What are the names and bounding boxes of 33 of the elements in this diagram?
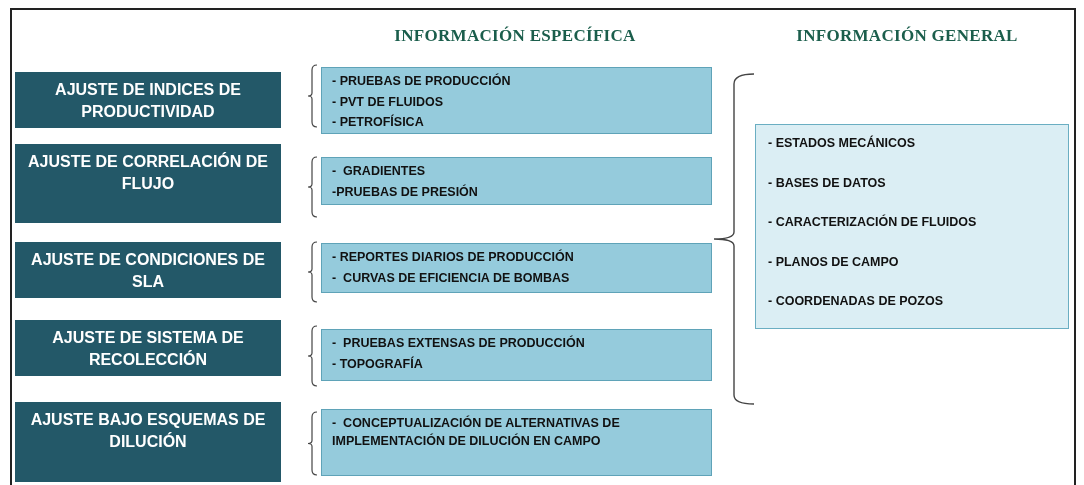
list-item: - PRUEBAS DE PRODUCCIÓN [332,73,512,90]
box-title: AJUSTE DE CORRELACIÓN DE FLUJO [27,151,269,195]
box-title: AJUSTE DE INDICES DE PRODUCTIVIDAD [54,80,242,123]
specific-info-box [321,157,712,205]
list-item: - CONCEPTUALIZACIÓN DE ALTERNATIVAS DE IMPLEMENTACIÓN DE DILUCIÓN EN CAMPO [332,415,621,450]
category-info-box [15,402,281,482]
specific-info-box [321,329,712,381]
list-item: - PRUEBAS EXTENSAS DE PRODUCCIÓN [332,335,586,352]
list-item: - BASES DE DATOS [768,174,887,192]
list-item: - CURVAS DE EFICIENCIA DE BOMBAS [332,269,571,287]
list-item: - PVT DE FLUIDOS [332,93,445,111]
list-item: - COORDENADAS DE POZOS [768,293,944,310]
list-item: - GRADIENTES [332,163,427,180]
general-info-box [755,124,1069,329]
list-item: - CARACTERIZACIÓN DE FLUIDOS [768,214,978,231]
list-item: - PETROFÍSICA [332,114,425,131]
category-info-box [15,144,281,223]
list-item: - PLANOS DE CAMPO [768,253,900,271]
specific-info-box [321,409,712,476]
list-item: -PRUEBAS DE PRESIÓN [332,183,479,201]
category-info-box [15,72,281,128]
list-item: - TOPOGRAFÍA [332,355,424,373]
box-title: AJUSTE DE CONDICIONES DE SLA [30,250,266,293]
list-item: - ESTADOS MECÁNICOS [768,135,916,152]
category-info-box [15,320,281,376]
column-heading: INFORMACIÓN GENERAL [796,26,1018,46]
list-item: - REPORTES DIARIOS DE PRODUCCIÓN [332,249,575,266]
category-info-box [15,242,281,298]
specific-info-box [321,243,712,293]
column-heading: INFORMACIÓN ESPECÍFICA [394,26,636,46]
specific-info-box [321,67,712,134]
box-title: AJUSTE BAJO ESQUEMAS DE DILUCIÓN [29,410,267,453]
box-title: AJUSTE DE SISTEMA DE RECOLECCIÓN [51,328,245,371]
